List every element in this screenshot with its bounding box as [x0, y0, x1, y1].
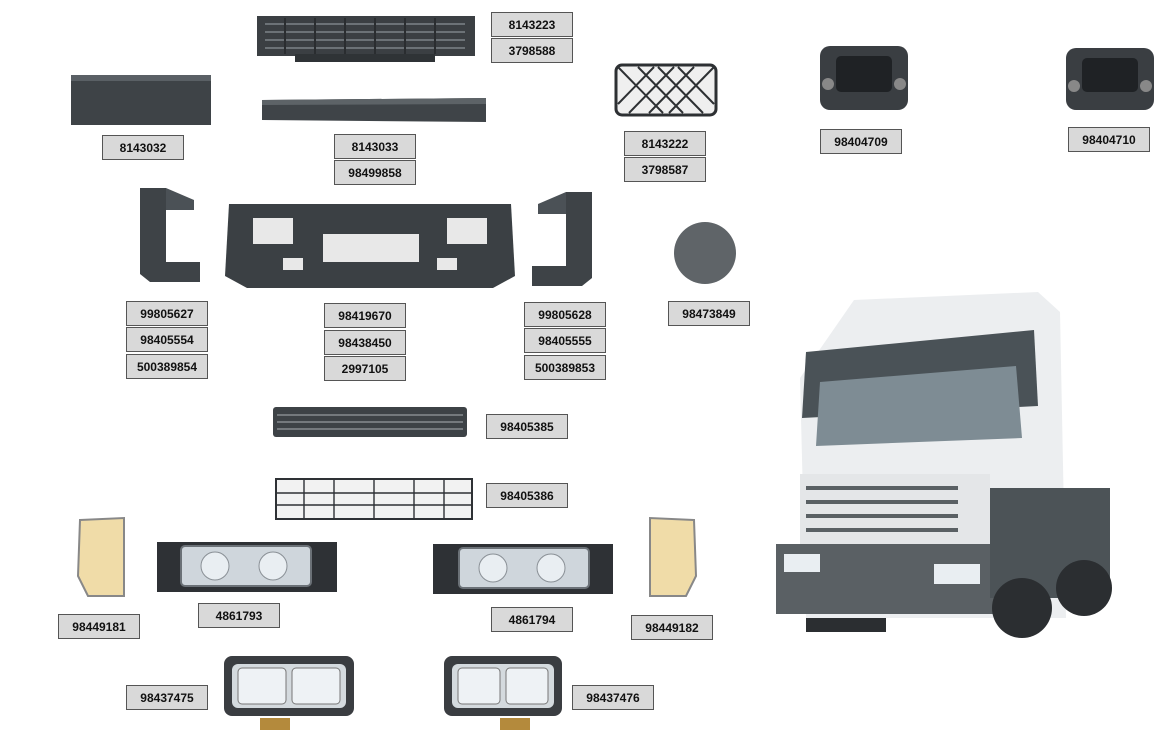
bumper-frame-image — [223, 196, 517, 292]
part-label-98449182: 98449182 — [631, 615, 713, 640]
part-label-4861793: 4861793 — [198, 603, 280, 628]
corner-lamp-right-image — [644, 516, 700, 600]
part-label-98499858: 98499858 — [334, 160, 416, 185]
part-label-8143223: 8143223 — [491, 12, 573, 37]
part-label-8143222: 8143222 — [624, 131, 706, 156]
part-label-99805627: 99805627 — [126, 301, 208, 326]
part-label-3798588: 3798588 — [491, 38, 573, 63]
door-handle-right-image — [1064, 46, 1156, 114]
part-label-8143032: 8143032 — [102, 135, 184, 160]
truck-image — [776, 288, 1120, 644]
trim-strip-image — [260, 96, 488, 126]
part-label-98404710: 98404710 — [1068, 127, 1150, 152]
fog-lamp-left-image — [220, 648, 358, 732]
part-label-98405386: 98405386 — [486, 483, 568, 508]
part-label-3798587: 3798587 — [624, 157, 706, 182]
corner-left-image — [136, 186, 202, 286]
part-label-98405555: 98405555 — [524, 328, 606, 353]
part-label-500389853: 500389853 — [524, 355, 606, 380]
part-label-98437475: 98437475 — [126, 685, 208, 710]
part-label-8143033: 8143033 — [334, 134, 416, 159]
part-label-99805628: 99805628 — [524, 302, 606, 327]
step-grille-image — [613, 62, 719, 118]
upper-grille-image — [255, 14, 477, 64]
round-cap-image — [672, 220, 738, 286]
part-label-98438450: 98438450 — [324, 330, 406, 355]
part-label-4861794: 4861794 — [491, 607, 573, 632]
headlamp-left-image — [155, 536, 339, 598]
part-label-500389854: 500389854 — [126, 354, 208, 379]
part-label-98419670: 98419670 — [324, 303, 406, 328]
corner-lamp-left-image — [74, 516, 130, 600]
part-label-98437476: 98437476 — [572, 685, 654, 710]
door-handle-left-image — [818, 44, 910, 114]
part-label-98405554: 98405554 — [126, 327, 208, 352]
part-label-98449181: 98449181 — [58, 614, 140, 639]
lower-grille-image — [271, 405, 469, 439]
cover-panel-image — [70, 74, 212, 126]
grille-frame-image — [274, 477, 474, 521]
corner-right-image — [530, 190, 596, 290]
part-label-98404709: 98404709 — [820, 129, 902, 154]
part-label-2997105: 2997105 — [324, 356, 406, 381]
part-label-98405385: 98405385 — [486, 414, 568, 439]
headlamp-right-image — [431, 538, 615, 600]
part-label-98473849: 98473849 — [668, 301, 750, 326]
fog-lamp-right-image — [440, 648, 566, 732]
